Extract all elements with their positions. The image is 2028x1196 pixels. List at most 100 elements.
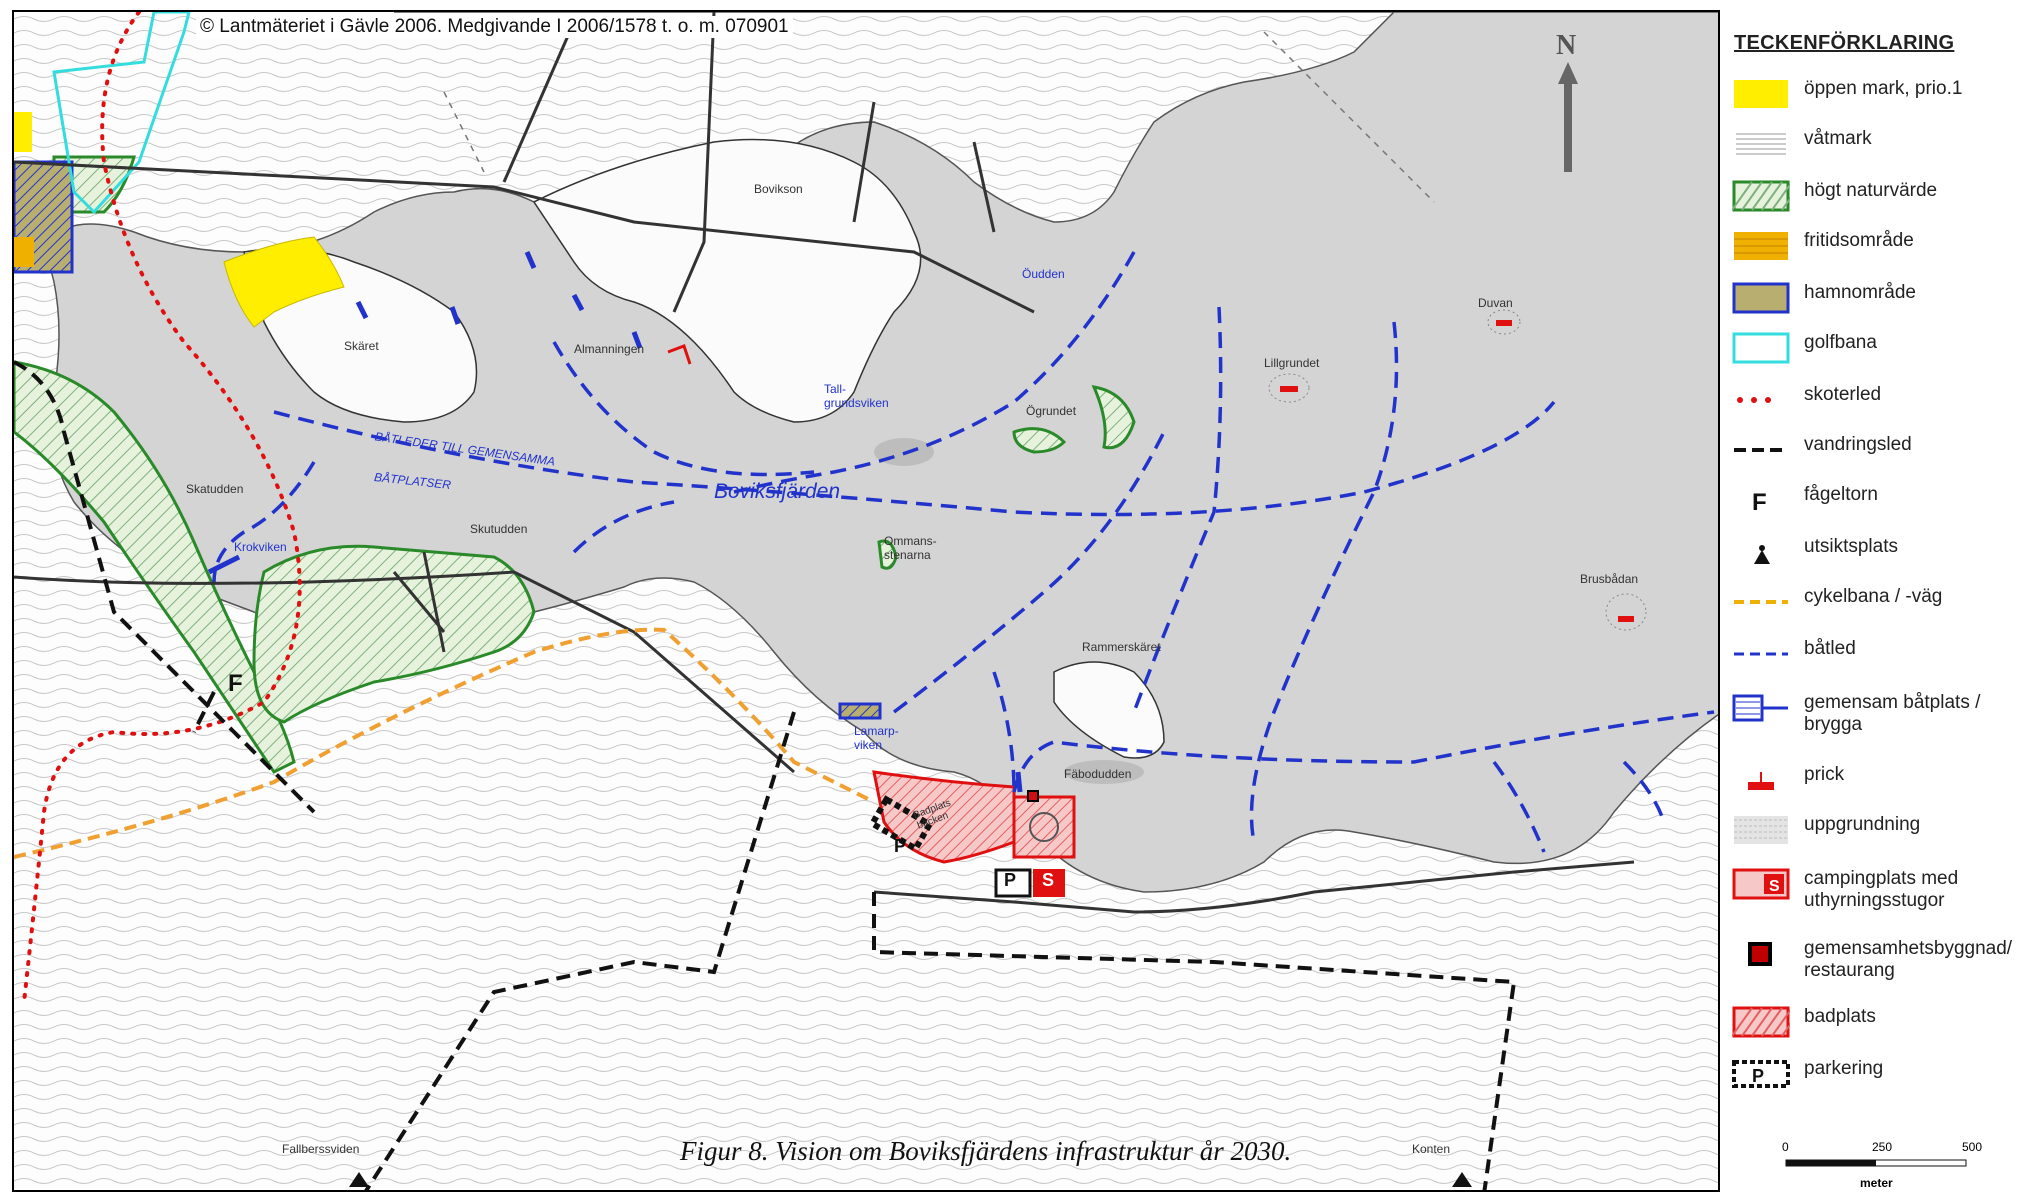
legend-item-jetty: gemensam båtplats / brygga — [1722, 686, 2028, 742]
place-skutudden: Skutudden — [470, 522, 528, 536]
cyan-outline-icon — [1732, 332, 1790, 364]
legend-label: båtled — [1804, 638, 1856, 659]
blue-dash-icon — [1734, 652, 1788, 656]
north-letter: N — [1556, 30, 1577, 61]
legend-title: TECKENFÖRKLARING — [1734, 32, 1955, 54]
legend-label: uppgrundning — [1804, 814, 1921, 835]
bay-label: Boviksfjärden — [714, 480, 841, 503]
camping-symbol — [1029, 812, 1059, 842]
legend-item-orange-dash: cykelbana / -väg — [1722, 580, 2028, 624]
scale-unit: meter — [1860, 1176, 1893, 1190]
legend-item-viewpoint: utsiktsplats — [1722, 530, 2028, 574]
scale-bar: 0 250 500 meter — [1776, 1140, 1986, 1196]
scale-tick-500: 500 — [1962, 1140, 1983, 1154]
camping-area — [1012, 795, 1076, 859]
legend-item-cyan-outline: golfbana — [1722, 326, 2028, 370]
red-marker-icon — [1748, 772, 1774, 790]
north-arrow-icon — [1558, 62, 1578, 172]
scale-tick-250: 250 — [1872, 1140, 1893, 1154]
map-frame[interactable]: Boviksfjärden BÅTLEDER TILL GEMENSAMMA B… — [12, 10, 1720, 1192]
scale-bar-graphic — [1785, 1159, 1967, 1167]
place-krokviken: Krokviken — [234, 540, 287, 554]
island-rammerskaret — [1053, 661, 1165, 759]
legend-label: öppen mark, prio.1 — [1804, 78, 1963, 99]
legend-label: fågeltorn — [1804, 484, 1878, 505]
place-duvan: Duvan — [1478, 296, 1513, 310]
red-hatch-icon — [1732, 1006, 1790, 1038]
scale-tick-0: 0 — [1782, 1140, 1789, 1154]
open-land-prio1 — [14, 112, 32, 152]
nature-value-area — [14, 360, 296, 774]
svg-text:P: P — [1752, 1066, 1764, 1086]
nature-value-area — [52, 155, 136, 214]
legend-label: våtmark — [1804, 128, 1872, 149]
camping-s-icon: S — [1732, 868, 1790, 900]
parking-symbols — [868, 795, 1065, 898]
parking-letter: P — [894, 836, 907, 856]
legend-item-red-dots: skoterled — [1722, 378, 2028, 422]
viewpoint-icon — [349, 1172, 1472, 1187]
common-jetty — [838, 702, 882, 720]
legend-item-red-hatch: badplats — [1722, 1000, 2028, 1044]
green-hatch-icon — [1732, 180, 1790, 212]
place-lillgrundet: Lillgrundet — [1264, 356, 1320, 370]
parking-p-icon: P — [1732, 1060, 1790, 1088]
island-ogrundet — [1012, 385, 1136, 454]
cycle-path — [14, 627, 875, 859]
legend-panel: TECKENFÖRKLARING öppen mark, prio.1 våtma… — [1722, 10, 2028, 1196]
roads — [14, 12, 1635, 914]
legend-item-green-hatch: högt naturvärde — [1722, 174, 2028, 218]
letter-f-icon: F — [1752, 489, 1767, 516]
svg-text:F: F — [1752, 489, 1767, 516]
legend-label: gemensam båtplats / brygga — [1804, 692, 1981, 735]
legend-item-blue-dash: båtled — [1722, 632, 2028, 676]
place-oudden: Öudden — [1022, 267, 1065, 281]
legend-item-black-square: gemensamhetsbyggnad/ restaurang — [1722, 932, 2028, 988]
legend-item-orange-fill: fritidsområde — [1722, 224, 2028, 268]
island-ommansstenarna — [877, 539, 898, 570]
legend-label: cykelbana / -väg — [1804, 586, 1943, 607]
jetty-markers — [207, 250, 1023, 793]
community-building — [1027, 790, 1039, 802]
open-land-prio1 — [223, 236, 345, 328]
legend-label: campingplats med uthyrningsstugor — [1804, 868, 1959, 911]
leisure-area — [14, 237, 34, 267]
legend-label: badplats — [1804, 1006, 1876, 1027]
legend-label: prick — [1804, 764, 1845, 785]
jetty-icon — [1732, 694, 1788, 722]
peninsula-bovikson — [532, 138, 922, 423]
blue-olive-fill-icon — [1732, 282, 1790, 314]
camping-letter: S — [1042, 870, 1055, 890]
place-bovikson: Bovikson — [754, 182, 803, 196]
viewpoint-icon — [1754, 545, 1770, 564]
parking-letter-2: P — [1004, 870, 1017, 890]
boat-routes — [212, 251, 1715, 853]
legend-label: golfbana — [1804, 332, 1877, 353]
place-skatudden: Skatudden — [186, 482, 244, 496]
legend-item-hatch-lines: våtmark — [1722, 122, 2028, 166]
place-skaret: Skäret — [344, 339, 379, 353]
legend-label: fritidsområde — [1804, 230, 1914, 251]
legend-label: vandringsled — [1804, 434, 1912, 455]
place-ommansstenarna: Ommans-stenarna — [884, 534, 937, 562]
golf-course — [52, 12, 191, 215]
place-almanningen: Almanningen — [574, 342, 645, 356]
property-lines — [443, 31, 1435, 203]
north-arrow: N — [1548, 30, 1592, 172]
legend-label: gemensamhetsbyggnad/ restaurang — [1804, 938, 2013, 981]
legend-item-yellow-fill: öppen mark, prio.1 — [1722, 72, 2028, 116]
black-dash-icon — [1734, 448, 1788, 452]
hatch-lines-icon — [1736, 133, 1786, 155]
copyright-notice: © Lantmäteriet i Gävle 2006. Medgivande … — [196, 16, 793, 38]
legend-label: högt naturvärde — [1804, 180, 1938, 201]
black-square-icon — [1748, 942, 1772, 966]
orange-dash-icon — [1734, 600, 1788, 604]
shallow-area — [1064, 760, 1144, 784]
legend-label: utsiktsplats — [1804, 536, 1898, 557]
legend-item-blue-olive-fill: hamnområde — [1722, 276, 2028, 320]
legend-label: skoterled — [1804, 384, 1882, 405]
